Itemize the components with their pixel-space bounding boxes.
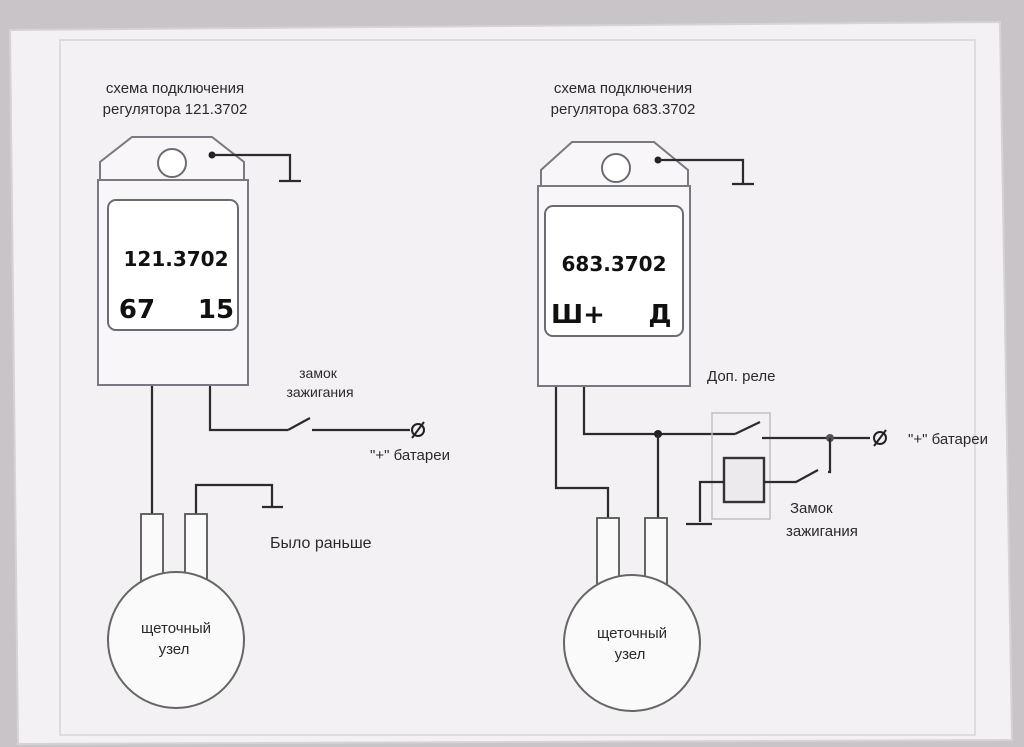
- right-feed-wire: [582, 387, 735, 436]
- left-regulator-face: [107, 199, 239, 331]
- left-ground-wire: [212, 153, 292, 180]
- relay-label: Доп. реле: [707, 368, 775, 385]
- left-brush-2: [184, 513, 208, 583]
- inner-frame: [59, 39, 976, 736]
- left-brush-label-1: щеточный: [141, 620, 211, 637]
- right-brush-label-1: щеточный: [597, 625, 667, 642]
- left-battery-label: "+" батареи: [370, 447, 450, 464]
- right-mount-hole: [601, 153, 631, 183]
- left-ignition-label-1: замок: [299, 365, 338, 381]
- left-battery-terminal-slash: [411, 421, 425, 439]
- right-diagram: схема подключения регулятора 683.3702 68…: [537, 80, 988, 712]
- right-model-label: 683.3702: [561, 252, 666, 276]
- relay-coil-ground-wire: [698, 480, 724, 522]
- right-brush-label-2: узел: [615, 646, 646, 663]
- right-caption-line2: регулятора 683.3702: [551, 101, 696, 118]
- left-battery-terminal: [411, 423, 425, 437]
- right-brush-wire-1: [554, 387, 610, 518]
- ignition-switch-wire: [764, 469, 819, 484]
- right-ignition-label-1: Замок: [790, 500, 833, 517]
- right-regulator: 683.3702 Ш+ Д: [537, 141, 691, 387]
- left-mount-hole: [157, 148, 187, 178]
- right-brush-holder: [563, 574, 701, 712]
- left-ignition-wire-a: [208, 386, 288, 432]
- right-ground-wire: [658, 158, 745, 183]
- left-caption-line2: регулятора 121.3702: [103, 101, 248, 118]
- left-brush-holder: [107, 571, 245, 709]
- right-ignition-label-2: зажигания: [786, 523, 858, 540]
- right-battery-terminal: [873, 431, 887, 445]
- relay-outline: [711, 412, 771, 520]
- right-battery-label: "+" батареи: [908, 431, 988, 448]
- left-regulator: 121.3702 67 15: [97, 136, 249, 386]
- paper-sheet: [8, 20, 1014, 746]
- right-battery-terminal-slash: [873, 429, 887, 447]
- relay-coil: [722, 456, 766, 504]
- left-brush-wire-2: [194, 483, 274, 515]
- left-model-label: 121.3702: [123, 247, 228, 271]
- left-ignition-label-2: зажигания: [286, 384, 353, 400]
- ignition-switch-return: [828, 438, 832, 474]
- left-terminal-15: 15: [198, 295, 234, 325]
- left-brush-1: [140, 513, 164, 583]
- relay-contact: [734, 421, 761, 435]
- left-note-label: Было раньше: [270, 535, 372, 552]
- left-caption-line1: схема подключения: [106, 80, 244, 97]
- left-ignition-switch: [287, 417, 311, 431]
- left-terminal-67: 67: [119, 295, 155, 325]
- right-caption-line1: схема подключения: [554, 80, 692, 97]
- right-terminal-sh: Ш+: [551, 300, 605, 330]
- right-regulator-face: [544, 205, 684, 337]
- left-brush-label-2: узел: [159, 641, 190, 658]
- right-terminal-d: Д: [648, 300, 671, 330]
- left-diagram: схема подключения регулятора 121.3702 12…: [97, 80, 450, 709]
